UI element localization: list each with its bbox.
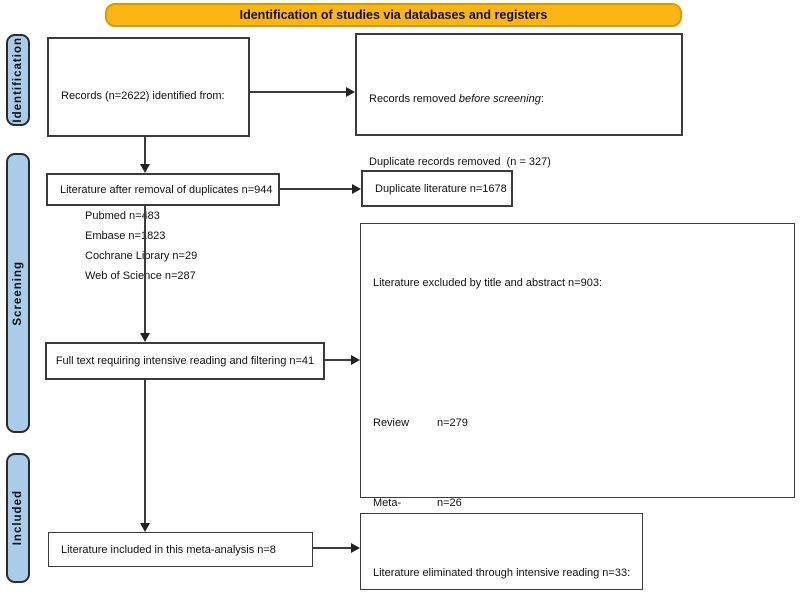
box-records-identified: Records (n=2622) identified from: Pubmed… [47, 37, 250, 282]
excluded-reason-row: Review n=279 [373, 413, 782, 433]
banner-title: Identification of studies via databases … [105, 3, 682, 27]
box-full-text: Full text requiring intensive reading an… [45, 342, 325, 380]
full-text-label: Full text requiring intensive reading an… [55, 355, 315, 367]
excluded-reason-value: n=26 [437, 497, 462, 509]
stage-included-label: Included [12, 490, 24, 546]
box-eliminated: Literature eliminated through intensive … [360, 513, 643, 590]
box-after-duplicates: Literature after removal of duplicates n… [46, 173, 280, 206]
eliminated-title: Literature eliminated through intensive … [373, 567, 631, 579]
records-title: Records (n=2622) identified from: [61, 90, 225, 102]
stage-included: Included [6, 453, 30, 583]
removed-line1: Records removed before screening: [369, 93, 544, 105]
excluded-reason-value: n=279 [437, 417, 468, 429]
box-records-removed: Records removed before screening: Duplic… [355, 33, 683, 336]
records-item: Cochrane Library n=29 [85, 250, 198, 262]
stage-identification: Identification [6, 34, 30, 126]
records-item: Web of Science n=287 [85, 270, 196, 282]
after-duplicates-text: Literature after removal of duplicates n… [60, 183, 273, 196]
removed-line2: Duplicate records removed (n = 327) [369, 156, 551, 168]
included-text: Literature included in this meta-analysi… [61, 543, 276, 556]
duplicate-literature-text: Duplicate literature n=1678 [375, 182, 507, 195]
stage-identification-label: Identification [12, 37, 24, 123]
box-excluded: Literature excluded by title and abstrac… [360, 223, 795, 529]
stage-screening: Screening [6, 153, 30, 433]
box-included: Literature included in this meta-analysi… [48, 532, 313, 567]
box-duplicate-literature: Duplicate literature n=1678 [361, 170, 513, 207]
stage-screening-label: Screening [12, 260, 24, 326]
records-item: Embase n=1823 [85, 230, 166, 242]
excluded-reason-label: Review [373, 417, 410, 429]
excluded-title: Literature excluded by title and abstrac… [373, 277, 603, 289]
records-item: Pubmed n=483 [85, 210, 160, 222]
